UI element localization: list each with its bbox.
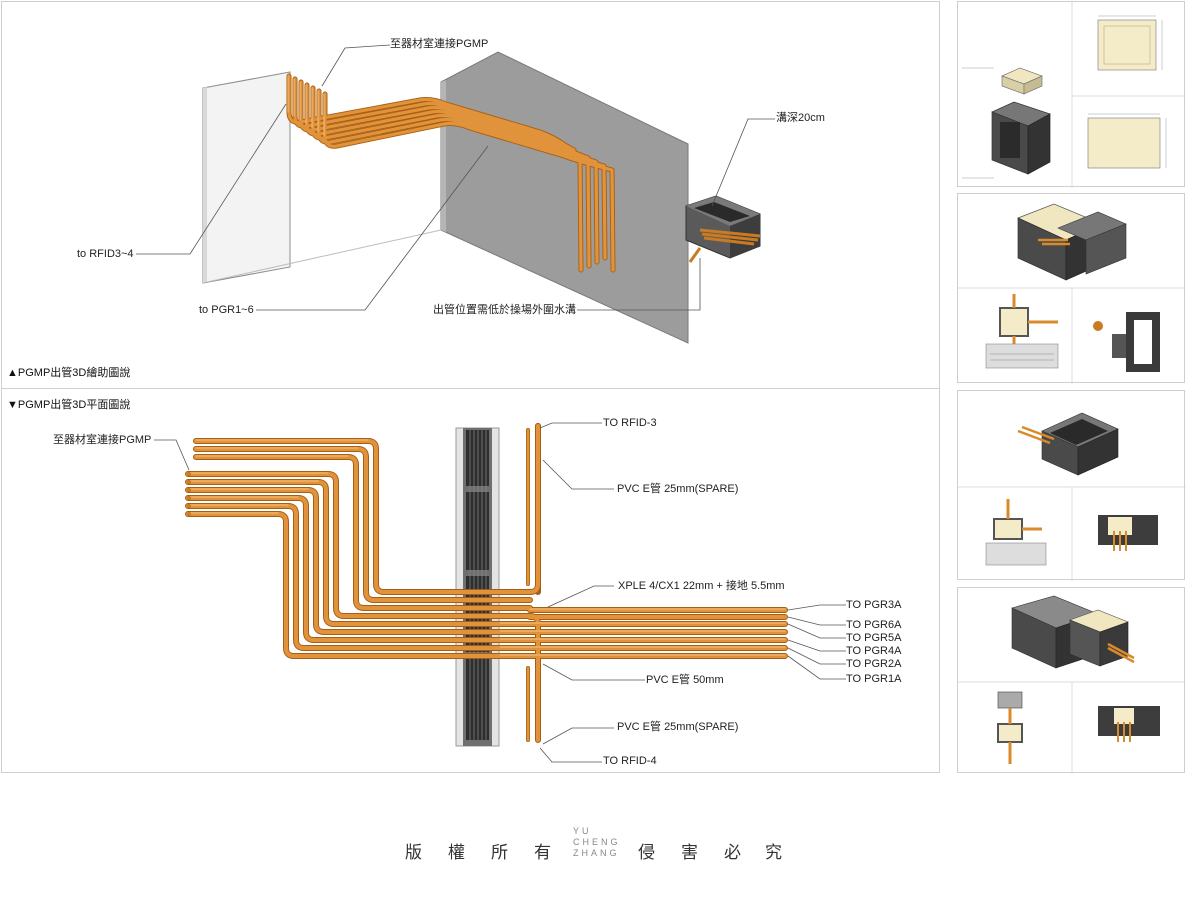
label-pgr2a: TO PGR2A	[846, 658, 902, 670]
label-pgr3a: TO PGR3A	[846, 599, 902, 611]
copyright-footer: 版 權 所 有 YU CHENG ZHANG 侵 害 必 究	[0, 826, 1186, 876]
footer-char-2: 權	[448, 843, 465, 863]
pipe-bundle-3d	[286, 73, 616, 273]
label-pvc-spare-bottom: PVC E管 25mm(SPARE)	[617, 721, 739, 733]
footer-char-8: 究	[765, 843, 782, 863]
label-pvc-spare-top: PVC E管 25mm(SPARE)	[617, 483, 739, 495]
label-rfid34: to RFID3~4	[77, 248, 134, 260]
label-pgr16: to PGR1~6	[199, 304, 254, 316]
thumbnail-1[interactable]	[957, 1, 1186, 188]
logo-line-3: ZHANG	[573, 848, 620, 858]
label-pgr1a: TO PGR1A	[846, 673, 902, 685]
thumbnail-2[interactable]	[957, 193, 1186, 384]
label-xple: XPLE 4/CX1 22mm + 接地 5.5mm	[618, 580, 785, 592]
label-pgr5a: TO PGR5A	[846, 632, 902, 644]
thumbnail-2-drawing	[958, 203, 1186, 384]
section-divider	[1, 388, 940, 389]
footer-char-6: 害	[681, 843, 698, 863]
caption-3d-plan: ▼PGMP出管3D平面圖說	[7, 399, 131, 411]
label-to-rfid3: TO RFID-3	[603, 417, 657, 429]
pgmp-3d-illustration	[136, 44, 775, 344]
label-to-rfid4: TO RFID-4	[603, 755, 657, 767]
label-pgr4a: TO PGR4A	[846, 645, 902, 657]
plan-pipe-bundle	[185, 423, 788, 743]
caption-3d-assist: ▲PGMP出管3D繪助圖說	[7, 367, 131, 379]
label-pvc-50: PVC E管 50mm	[646, 674, 724, 686]
trench-3d	[685, 195, 761, 263]
logo-line-1: YU	[573, 826, 592, 836]
label-pgr6a: TO PGR6A	[846, 619, 902, 631]
footer-char-7: 必	[724, 843, 741, 863]
yu-cheng-zhang-logo: YU CHENG ZHANG	[573, 826, 621, 859]
thumbnail-1-drawing	[962, 2, 1186, 188]
label-pgmp-plan: 至器材室連接PGMP	[53, 434, 152, 446]
label-outlet-note: 出管位置需低於操場外圍水溝	[433, 304, 576, 316]
pgmp-plan-illustration	[154, 422, 846, 763]
thumbnail-3[interactable]	[957, 390, 1186, 581]
thumbnail-4[interactable]	[957, 587, 1186, 774]
footer-char-4: 有	[534, 843, 551, 863]
thumbnail-4-drawing	[958, 595, 1186, 774]
logo-line-2: CHENG	[573, 837, 621, 847]
footer-char-1: 版	[405, 843, 422, 863]
footer-char-3: 所	[491, 843, 508, 863]
plan-trench	[455, 427, 500, 747]
footer-char-5: 侵	[638, 843, 655, 863]
label-pgmp-top: 至器材室連接PGMP	[390, 38, 489, 50]
label-trench-depth: 溝深20cm	[776, 112, 825, 124]
thumbnail-3-drawing	[958, 412, 1186, 581]
